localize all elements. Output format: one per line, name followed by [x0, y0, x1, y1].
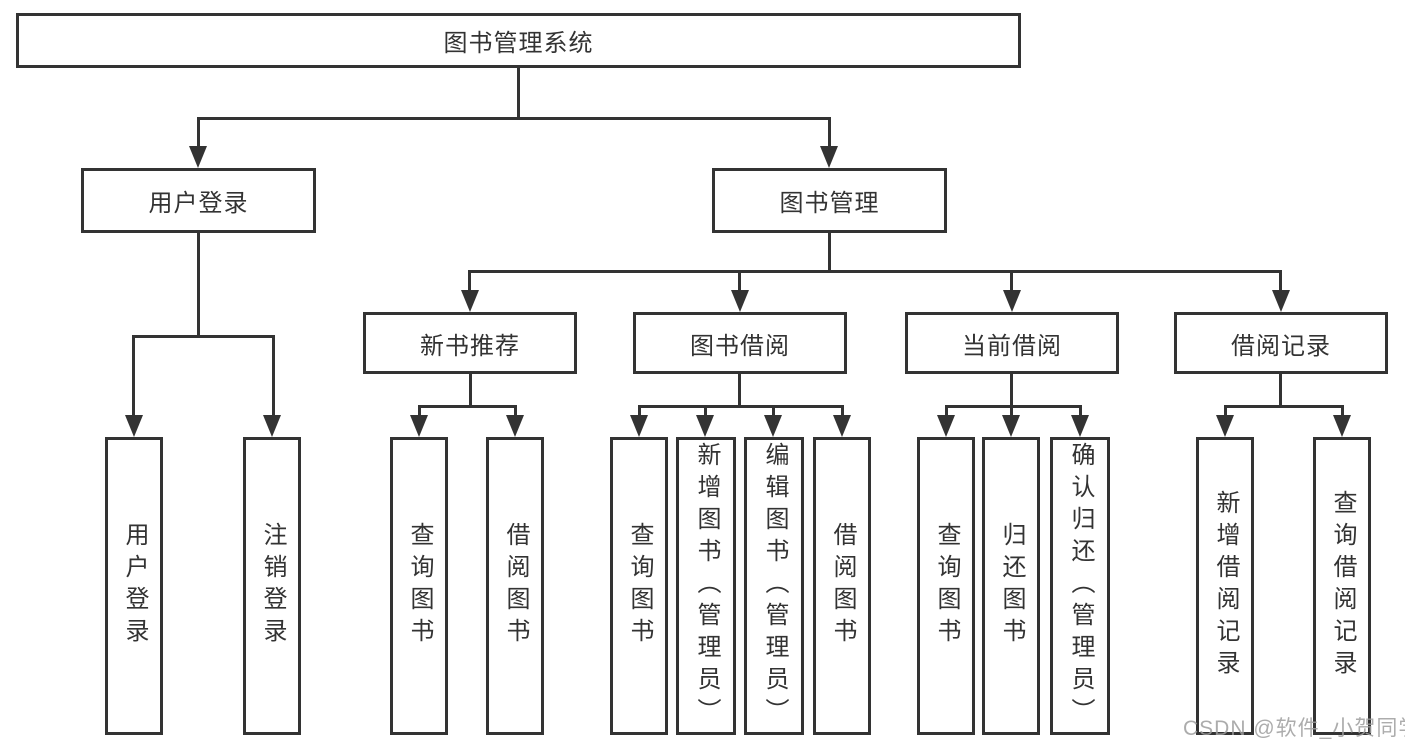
connector-to-leaf-login — [132, 335, 135, 417]
node-current-label: 当前借阅 — [962, 332, 1062, 360]
leaf-user-login-label: 用户登录 — [121, 522, 148, 650]
connector-level3-hbar — [468, 270, 1282, 273]
arrowhead-new-books — [461, 290, 479, 312]
leaf-new-books-borrow: 借阅图书 — [486, 437, 544, 735]
leaf-borrow-add: 新增图书（管理员） — [676, 437, 736, 735]
node-borrow: 图书借阅 — [633, 312, 847, 374]
connector-stub — [638, 405, 641, 417]
connector-to-leaf-logout — [272, 335, 275, 417]
leaf-records-query-label: 查询借阅记录 — [1329, 490, 1356, 682]
leaf-borrow-edit: 编辑图书（管理员） — [744, 437, 804, 735]
leaf-current-query: 查询图书 — [917, 437, 975, 735]
leaf-logout: 注销登录 — [243, 437, 301, 735]
node-borrow-label: 图书借阅 — [690, 332, 790, 360]
leaf-borrow-borrow: 借阅图书 — [813, 437, 871, 735]
leaf-new-books-borrow-label: 借阅图书 — [502, 522, 529, 650]
connector-user-login-hbar — [132, 335, 275, 338]
csdn-watermark: CSDN @软件_小贺同学 — [1183, 717, 1405, 740]
node-records-label: 借阅记录 — [1231, 332, 1331, 360]
arrowhead-records — [1272, 290, 1290, 312]
node-root-label: 图书管理系统 — [443, 30, 594, 57]
arrowhead-book-mgmt — [820, 146, 838, 168]
node-new-books-label: 新书推荐 — [420, 332, 520, 360]
connector-borrow-drop — [738, 372, 741, 407]
arrowhead-leaf — [506, 415, 524, 437]
leaf-logout-label: 注销登录 — [259, 522, 286, 650]
arrowhead-leaf-login — [125, 415, 143, 437]
node-user-login: 用户登录 — [81, 168, 316, 233]
connector-stub — [772, 405, 775, 417]
leaf-records-query: 查询借阅记录 — [1313, 437, 1371, 735]
arrowhead-current — [1003, 290, 1021, 312]
arrowhead-leaf — [1333, 415, 1351, 437]
connector-level1-hbar — [197, 117, 831, 120]
leaf-current-return-label: 归还图书 — [998, 522, 1025, 650]
connector-records-hbar — [1224, 405, 1343, 408]
connector-stub — [1010, 405, 1013, 417]
leaf-current-confirm: 确认归还（管理员） — [1050, 437, 1110, 735]
leaf-new-books-query-label: 查询图书 — [406, 522, 433, 650]
connector-to-borrow — [738, 270, 741, 292]
leaf-records-add: 新增借阅记录 — [1196, 437, 1254, 735]
leaf-user-login: 用户登录 — [105, 437, 163, 735]
connector-user-login-drop — [197, 231, 200, 337]
connector-current-drop — [1010, 372, 1013, 407]
connector-stub — [945, 405, 948, 417]
connector-to-user-login — [197, 117, 200, 149]
connector-book-mgmt-drop — [828, 231, 831, 272]
connector-current-hbar — [945, 405, 1082, 408]
arrowhead-leaf — [696, 415, 714, 437]
leaf-borrow-borrow-label: 借阅图书 — [829, 522, 856, 650]
node-new-books: 新书推荐 — [363, 312, 577, 374]
connector-stub — [514, 405, 517, 417]
arrowhead-leaf — [833, 415, 851, 437]
arrowhead-borrow — [731, 290, 749, 312]
leaf-borrow-add-label: 新增图书（管理员） — [693, 442, 720, 730]
node-root: 图书管理系统 — [16, 13, 1021, 68]
connector-root-drop — [517, 66, 520, 119]
connector-stub — [1341, 405, 1344, 417]
connector-stub — [704, 405, 707, 417]
arrowhead-leaf — [1216, 415, 1234, 437]
arrowhead-leaf — [764, 415, 782, 437]
arrowhead-leaf — [1002, 415, 1020, 437]
leaf-new-books-query: 查询图书 — [390, 437, 448, 735]
connector-stub — [1224, 405, 1227, 417]
node-current: 当前借阅 — [905, 312, 1119, 374]
arrowhead-leaf — [410, 415, 428, 437]
connector-to-book-mgmt — [828, 117, 831, 149]
arrowhead-user-login — [189, 146, 207, 168]
connector-to-current — [1010, 270, 1013, 292]
arrowhead-leaf — [937, 415, 955, 437]
connector-stub — [1079, 405, 1082, 417]
node-records: 借阅记录 — [1174, 312, 1388, 374]
node-book-mgmt: 图书管理 — [712, 168, 947, 233]
connector-stub — [418, 405, 421, 417]
connector-stub — [841, 405, 844, 417]
connector-new-books-drop — [469, 372, 472, 407]
node-user-login-label: 用户登录 — [148, 190, 249, 217]
leaf-current-return: 归还图书 — [982, 437, 1040, 735]
arrowhead-leaf — [630, 415, 648, 437]
leaf-borrow-query: 查询图书 — [610, 437, 668, 735]
connector-new-books-hbar — [418, 405, 517, 408]
leaf-records-add-label: 新增借阅记录 — [1212, 490, 1239, 682]
arrowhead-leaf — [1071, 415, 1089, 437]
connector-to-records — [1279, 270, 1282, 292]
leaf-borrow-edit-label: 编辑图书（管理员） — [761, 442, 788, 730]
connector-to-new-books — [468, 270, 471, 292]
connector-records-drop — [1279, 372, 1282, 407]
node-book-mgmt-label: 图书管理 — [779, 190, 880, 217]
leaf-borrow-query-label: 查询图书 — [626, 522, 653, 650]
connector-borrow-hbar — [638, 405, 843, 408]
leaf-current-confirm-label: 确认归还（管理员） — [1067, 442, 1094, 730]
arrowhead-leaf-logout — [263, 415, 281, 437]
leaf-current-query-label: 查询图书 — [933, 522, 960, 650]
